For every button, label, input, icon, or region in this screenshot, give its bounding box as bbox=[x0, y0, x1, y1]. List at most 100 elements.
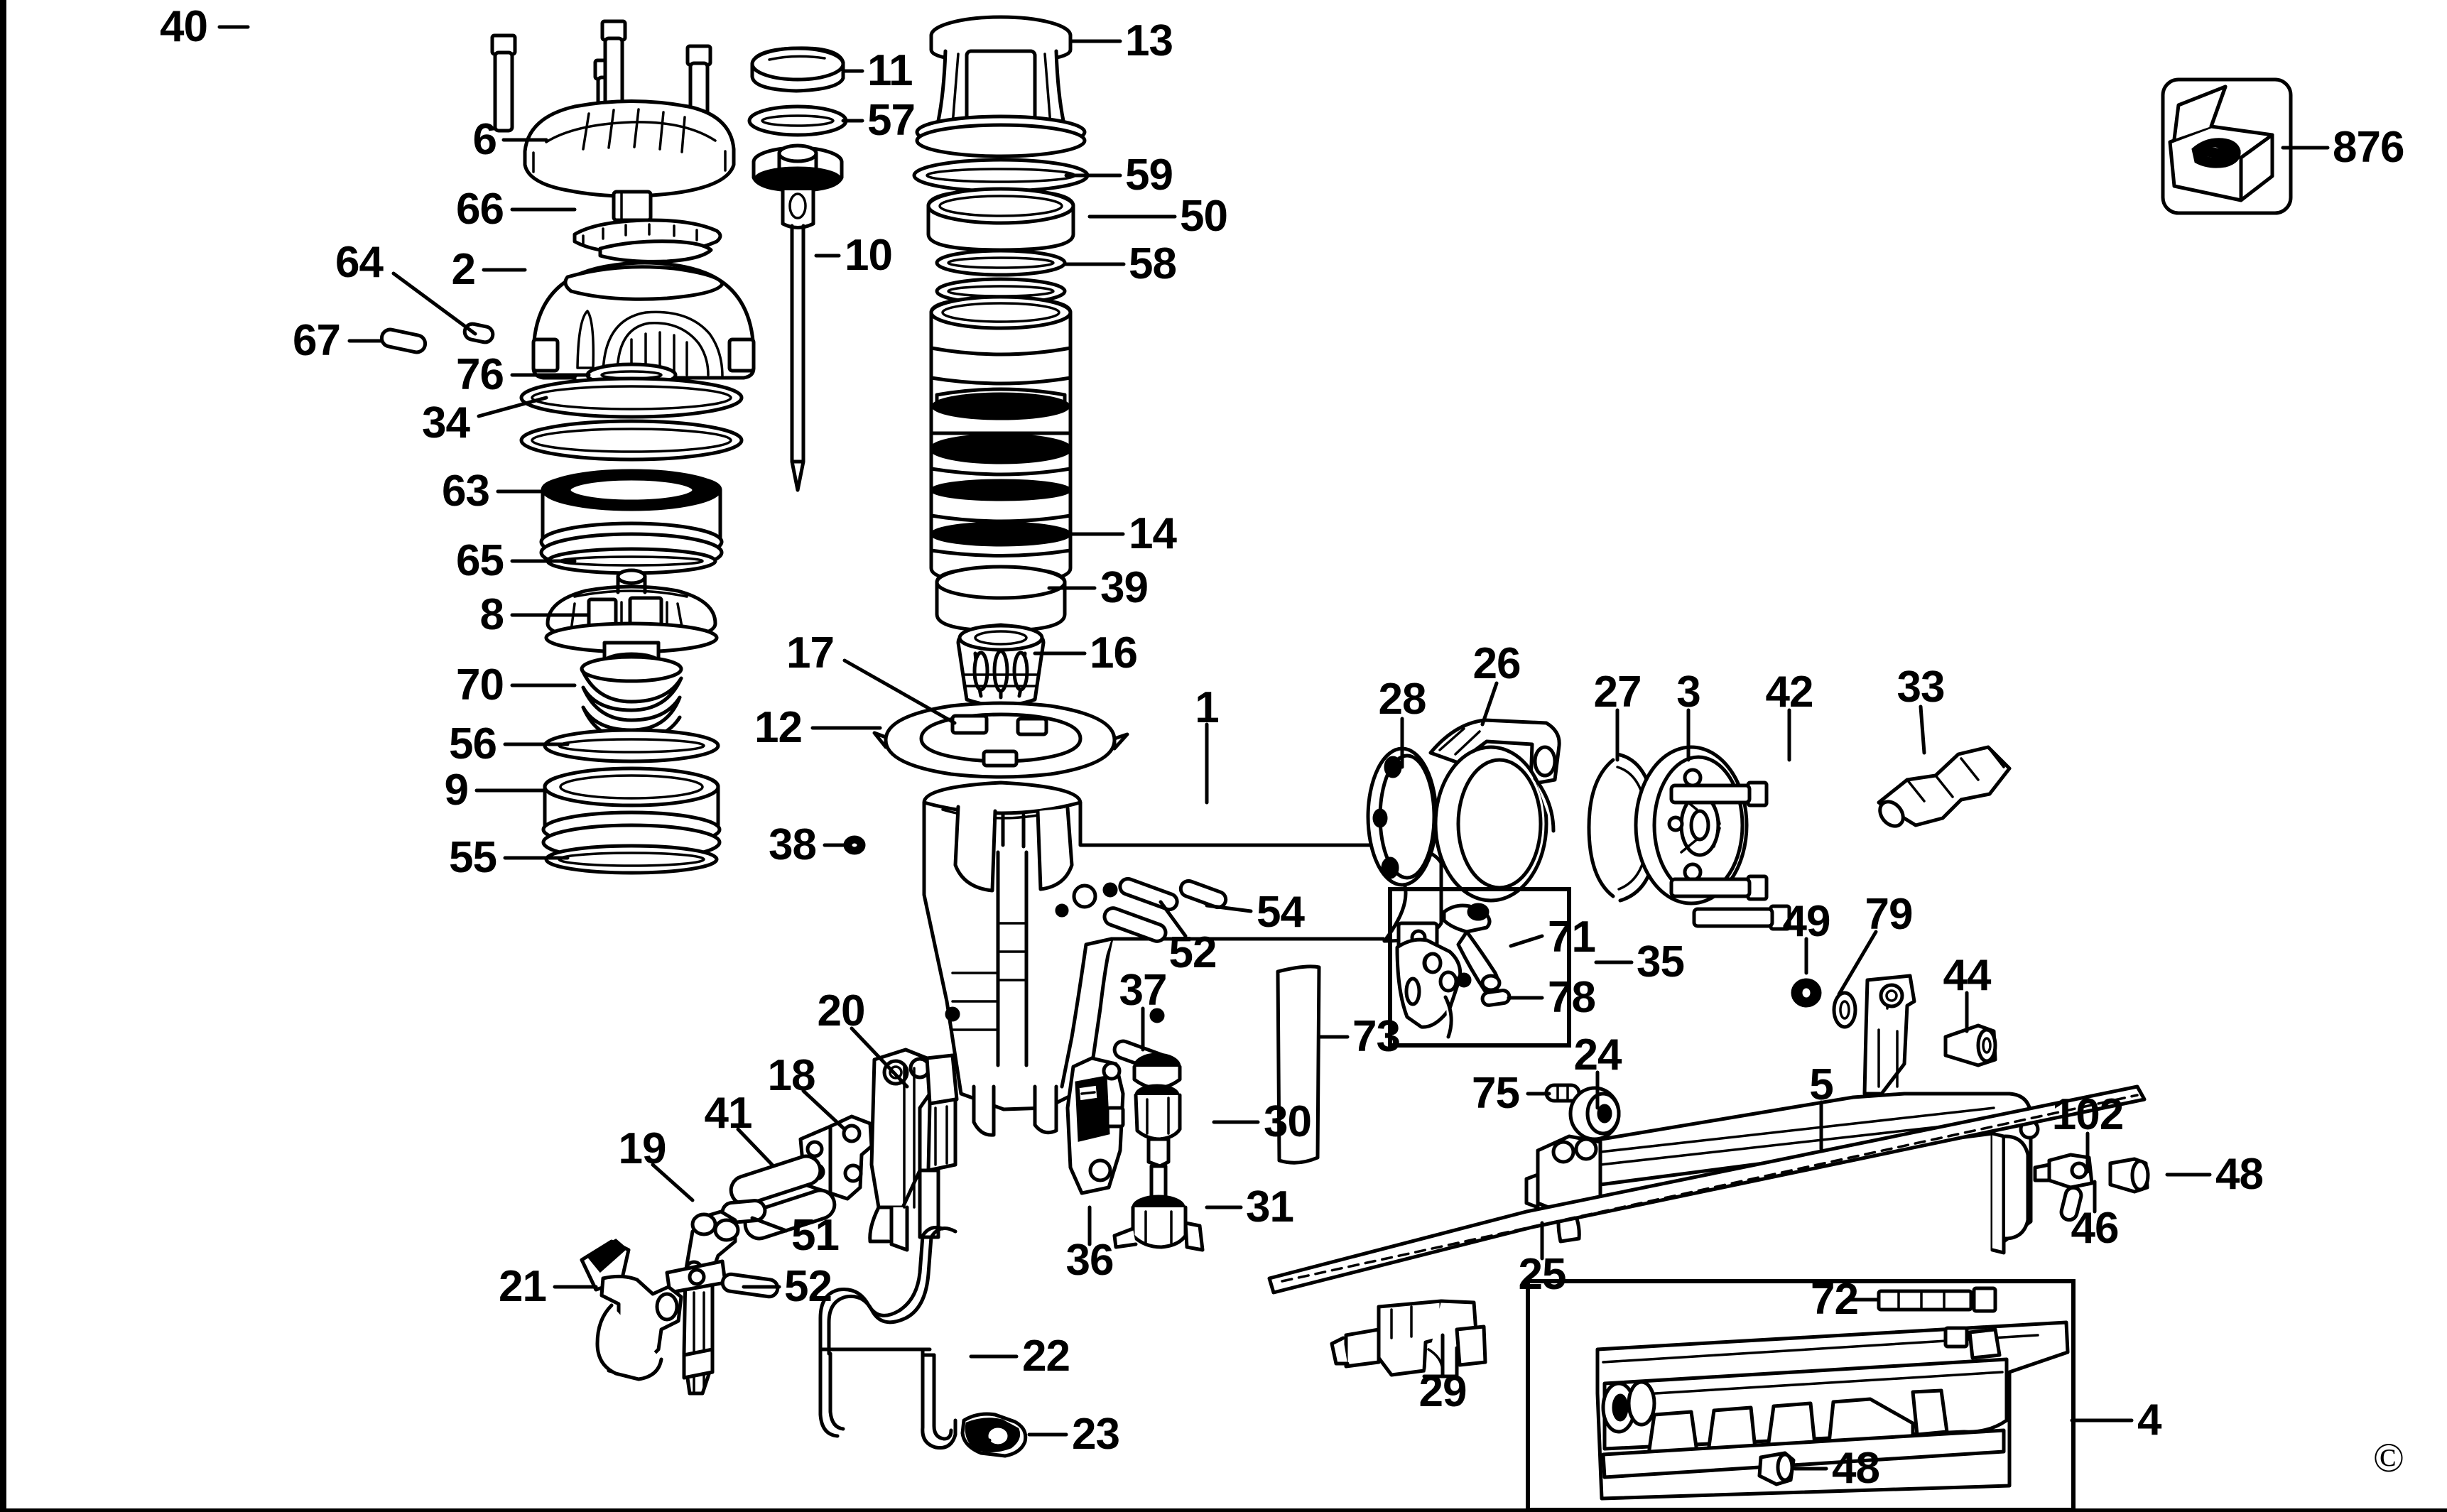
part-38-washer bbox=[843, 835, 866, 855]
callout-label-79: 79 bbox=[1865, 890, 1914, 939]
callout-label-4: 4 bbox=[2137, 1396, 2161, 1445]
callout-label-14: 14 bbox=[1129, 509, 1177, 558]
callout-label-5: 5 bbox=[1809, 1060, 1833, 1109]
callout-label-31: 31 bbox=[1246, 1182, 1294, 1231]
callout-label-23: 23 bbox=[1072, 1410, 1120, 1459]
part-10-trigger-valve-stem bbox=[752, 143, 844, 492]
part-23-clip bbox=[960, 1412, 1028, 1458]
callout-label-67: 67 bbox=[293, 316, 341, 365]
callout-label-3: 3 bbox=[1676, 668, 1700, 717]
part-57-oring bbox=[747, 104, 848, 137]
callout-label-35: 35 bbox=[1637, 937, 1685, 986]
callout-label-34: 34 bbox=[422, 398, 470, 447]
part-876-kit-box bbox=[2161, 77, 2293, 215]
part-4-magazine-assembly bbox=[1595, 1320, 2070, 1501]
part-25-rail bbox=[1267, 1084, 2147, 1295]
leader-line-19 bbox=[651, 1163, 695, 1202]
callout-label-41: 41 bbox=[704, 1089, 753, 1138]
part-39-bumper bbox=[935, 565, 1067, 633]
part-13-head-valve bbox=[915, 15, 1087, 158]
part-8-valve bbox=[544, 568, 719, 672]
callout-label-10: 10 bbox=[845, 231, 893, 280]
leader-line-41 bbox=[736, 1127, 774, 1167]
part-16-driver-guide bbox=[956, 623, 1046, 707]
part-9-sleeve bbox=[541, 766, 722, 861]
part-50-collar bbox=[926, 187, 1075, 252]
callout-label-55: 55 bbox=[449, 833, 497, 882]
callout-label-27: 27 bbox=[1593, 668, 1642, 717]
leader-line-79 bbox=[1837, 930, 1878, 996]
callout-label-19: 19 bbox=[618, 1124, 667, 1173]
part-46-pin bbox=[2059, 1185, 2083, 1222]
callout-label-21: 21 bbox=[499, 1262, 547, 1311]
leader-line-34 bbox=[477, 396, 548, 418]
callout-label-11: 11 bbox=[867, 46, 913, 95]
copyright-symbol: © bbox=[2372, 1435, 2404, 1481]
part-26-latch-lever bbox=[1428, 718, 1561, 903]
callout-label-24: 24 bbox=[1573, 1030, 1622, 1079]
callout-label-42: 42 bbox=[1765, 668, 1814, 717]
part-102-latch bbox=[2033, 1153, 2094, 1190]
leader-line-26 bbox=[1480, 681, 1499, 727]
leader-line-51 bbox=[750, 1216, 788, 1233]
leader-line-18 bbox=[801, 1089, 847, 1131]
part-49-nut bbox=[1791, 978, 1822, 1008]
callout-label-16: 16 bbox=[1090, 629, 1138, 678]
callout-label-59: 59 bbox=[1125, 151, 1173, 200]
callout-label-46: 46 bbox=[2071, 1204, 2120, 1253]
callout-label-26: 26 bbox=[1472, 639, 1521, 688]
part-79-washer bbox=[1832, 991, 1857, 1029]
part-34-orings bbox=[519, 376, 744, 462]
part-33-quick-coupler bbox=[1877, 745, 2012, 828]
part-20-nose-assembly bbox=[868, 1048, 959, 1252]
callout-label-71: 71 bbox=[1548, 913, 1596, 962]
callout-label-2: 2 bbox=[451, 245, 476, 294]
leader-line-52 bbox=[1159, 900, 1188, 938]
exploded-diagram-artwork: .o{fill:none;stroke:#000;stroke-width:5;… bbox=[217, 15, 2330, 1508]
callout-label-54: 54 bbox=[1257, 888, 1305, 937]
callout-label-66: 66 bbox=[456, 185, 504, 234]
leader-line-20 bbox=[850, 1026, 909, 1089]
part-36-latch-plate bbox=[1065, 1056, 1125, 1195]
part-48-screw-right bbox=[2108, 1157, 2150, 1194]
callout-label-25: 25 bbox=[1518, 1250, 1567, 1299]
part-22-wire-spring bbox=[818, 1225, 957, 1450]
leader-line-54 bbox=[1205, 903, 1253, 913]
part-72-rivets bbox=[1877, 1286, 1997, 1313]
part-78-pin bbox=[1480, 989, 1512, 1007]
callout-label-6: 6 bbox=[472, 115, 497, 164]
part-35-trigger-assembly bbox=[1395, 937, 1472, 1039]
callout-label-70: 70 bbox=[456, 660, 504, 709]
callout-label-39: 39 bbox=[1100, 563, 1149, 612]
callout-label-56: 56 bbox=[449, 719, 497, 768]
leader-line-33 bbox=[1919, 705, 1926, 755]
callout-label-20: 20 bbox=[817, 986, 866, 1035]
callout-label-38: 38 bbox=[769, 820, 817, 869]
callout-label-50: 50 bbox=[1180, 192, 1228, 241]
leader-line-64 bbox=[391, 271, 477, 336]
callout-label-1: 1 bbox=[1195, 683, 1219, 732]
callout-label-17: 17 bbox=[786, 629, 835, 678]
part-64-pin bbox=[462, 322, 495, 344]
part-59-oring bbox=[912, 158, 1090, 193]
callout-label-65: 65 bbox=[456, 536, 504, 585]
callout-label-33: 33 bbox=[1897, 663, 1946, 712]
callout-label-29: 29 bbox=[1418, 1367, 1467, 1416]
part-48-screw-bottom bbox=[1757, 1451, 1796, 1486]
part-55-oring bbox=[544, 844, 719, 875]
part-11-ring bbox=[750, 46, 845, 93]
callout-label-9: 9 bbox=[444, 766, 469, 815]
part-14-piston-sleeve bbox=[929, 295, 1073, 584]
callout-label-52b: 52 bbox=[784, 1262, 832, 1311]
callout-label-78: 78 bbox=[1548, 973, 1596, 1022]
callout-label-57: 57 bbox=[867, 96, 916, 145]
part-67-pin bbox=[379, 327, 428, 354]
callout-label-72: 72 bbox=[1811, 1275, 1859, 1324]
callout-label-75: 75 bbox=[1472, 1069, 1520, 1118]
part-73-pad bbox=[1276, 964, 1321, 1165]
callout-label-36: 36 bbox=[1065, 1236, 1114, 1285]
part-41-pins bbox=[729, 1154, 837, 1241]
part-12-gasket-plate bbox=[872, 701, 1129, 779]
part-52-pins-body bbox=[1102, 876, 1179, 943]
callout-label-40: 40 bbox=[160, 2, 208, 51]
